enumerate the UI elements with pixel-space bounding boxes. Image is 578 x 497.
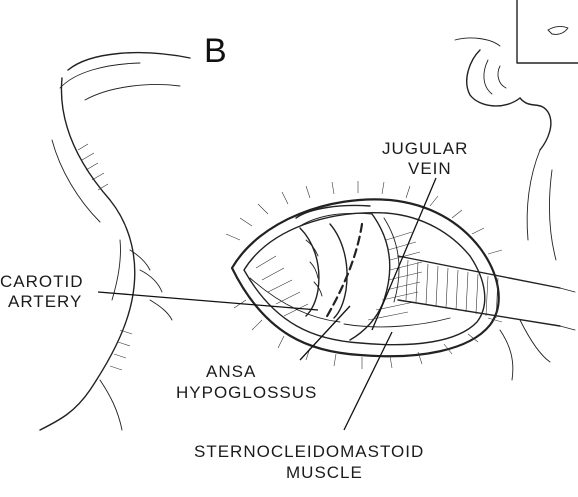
ansa-label-line2: HYPOGLOSSUS (176, 383, 317, 402)
carotid-label-line2: ARTERY (8, 292, 82, 311)
ear-region (454, 37, 557, 261)
leader-lines (97, 177, 437, 431)
panel-letter: B (204, 32, 227, 70)
scm-label-line1: STERNOCLEIDOMASTOID (194, 442, 424, 461)
scm-leader (343, 331, 393, 431)
neck-outline (39, 51, 191, 431)
scm-label-line2: MUSCLE (286, 463, 363, 482)
jugular-label-line2: VEIN (408, 159, 452, 178)
jugular-label-line1: JUGULAR (382, 139, 468, 158)
carotid-leader (97, 291, 319, 311)
ansa-label-line1: ANSA (206, 362, 256, 381)
labels: JUGULAR VEIN CAROTID ARTERY ANSA HYPOGLO… (0, 139, 468, 482)
incision-field (225, 181, 576, 381)
ansa-leader (299, 305, 351, 361)
carotid-label-line1: CAROTID (0, 272, 84, 291)
inset-frame (516, 0, 578, 64)
jugular-leader (371, 177, 437, 331)
